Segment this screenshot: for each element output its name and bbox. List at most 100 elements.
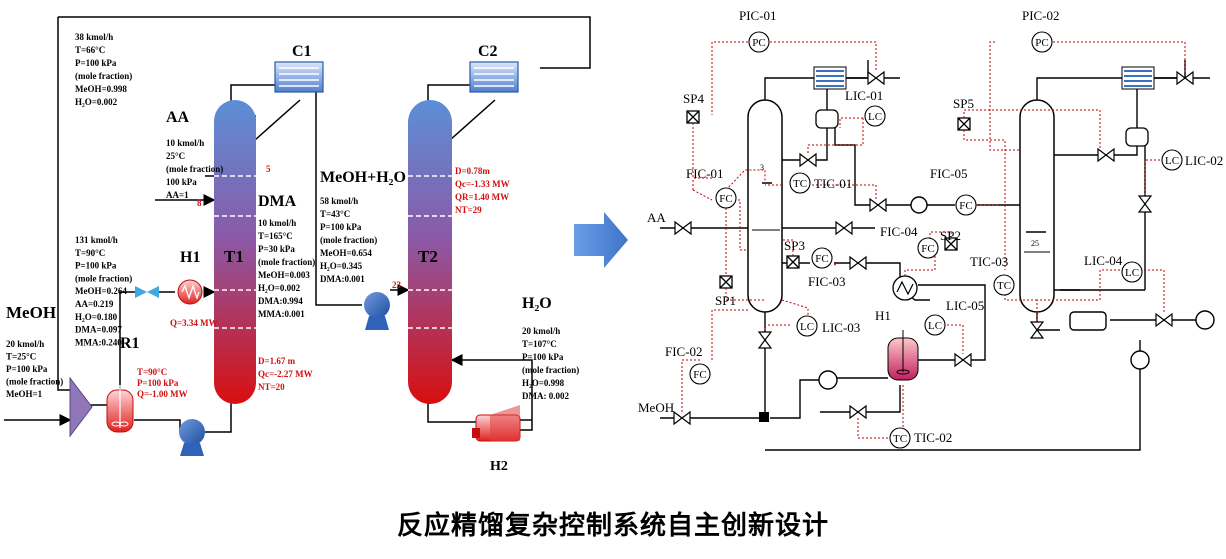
label-meoh-h2o: MeOH+H₂O xyxy=(320,169,406,186)
tag-lic04: LIC-04 xyxy=(1084,253,1123,268)
label-r1: R1 xyxy=(120,335,140,352)
lic05-bubble: LC xyxy=(928,320,942,332)
tag-fic02: FIC-02 xyxy=(665,344,703,359)
info-line: H₂O=0.002 xyxy=(258,283,301,293)
info-line: H₂O=0.345 xyxy=(320,261,363,271)
info-line: DMA:0.001 xyxy=(320,274,365,284)
heat-exchanger-h1-icon xyxy=(892,275,918,301)
tag-lic05: LIC-05 xyxy=(946,298,984,313)
fic04-bubble: FC xyxy=(921,243,934,255)
pic01-bubble: PC xyxy=(752,37,765,49)
condenser-right-2-icon xyxy=(1121,66,1155,90)
h2o-stream-info: 20 kmol/hT=107°CP=100 kPa(mole fraction)… xyxy=(522,326,579,401)
tag-sp4: SP4 xyxy=(683,91,704,106)
info-line: 25°C xyxy=(166,151,185,161)
reactor-r1-icon xyxy=(106,385,134,433)
info-line: (mole fraction) xyxy=(166,164,223,174)
heater-h1-icon xyxy=(177,279,203,305)
tag-sp2: SP2 xyxy=(940,228,961,243)
info-line: 20 kmol/h xyxy=(522,326,560,336)
info-line: MeOH=0.998 xyxy=(75,84,127,94)
tag-sp5: SP5 xyxy=(953,96,974,111)
info-line: H₂O=0.998 xyxy=(522,378,565,388)
info-line: 10 kmol/h xyxy=(166,138,204,148)
info-line: T=90°C xyxy=(137,367,167,377)
info-line: DMA: 0.002 xyxy=(522,391,569,401)
info-line: Q=-1.00 MW xyxy=(137,389,188,399)
tag-fic03: FIC-03 xyxy=(808,274,846,289)
lic03-bubble: LC xyxy=(800,321,814,333)
info-line: 131 kmol/h xyxy=(75,235,118,245)
info-line: H₂O=0.180 xyxy=(75,312,118,322)
label-stage-5: 5 xyxy=(266,164,271,174)
meoh-h2o-stream-info: 58 kmol/hT=43°CP=100 kPa(mole fraction)M… xyxy=(320,196,377,284)
reactor-right-icon xyxy=(887,330,919,381)
condenser-c1-icon xyxy=(274,61,324,93)
info-line: D=1.67 m xyxy=(258,356,296,366)
label-aa: AA xyxy=(166,109,190,126)
reboiler-h2-icon xyxy=(472,405,521,442)
info-line: T=43°C xyxy=(320,209,350,219)
label-dma: DMA xyxy=(258,193,297,210)
tag-h1: H1 xyxy=(875,308,891,323)
info-line: DMA=0.097 xyxy=(75,325,122,335)
column-right-1 xyxy=(747,99,783,313)
info-line: P=100 kPa xyxy=(75,261,117,271)
info-line: NT=20 xyxy=(258,382,285,392)
info-line: QR=1.40 MW xyxy=(455,192,509,202)
tag-stage-25: 25 xyxy=(1031,239,1039,248)
fic05-bubble: FC xyxy=(959,200,972,212)
info-line: (mole fraction) xyxy=(6,377,63,387)
h1-duty: Q=3.34 MW xyxy=(170,318,218,328)
valve-icon xyxy=(135,286,159,298)
reboiler-right xyxy=(1069,311,1107,331)
info-line: (mole fraction) xyxy=(522,365,579,375)
label-h2o: H₂O xyxy=(522,295,552,312)
reflux-drum-2 xyxy=(1125,127,1149,147)
tag-tic02: TIC-02 xyxy=(914,430,952,445)
info-line: MeOH=1 xyxy=(6,389,43,399)
info-line: Qc=-1.33 MW xyxy=(455,179,510,189)
info-line: NT=29 xyxy=(455,205,482,215)
info-line: MeOH=0.003 xyxy=(258,270,310,280)
tag-aa: AA xyxy=(647,210,666,225)
instrument-bubbles xyxy=(689,31,1183,449)
info-line: T=90°C xyxy=(75,248,105,258)
valve-right-icons xyxy=(673,70,1194,426)
tag-fic01: FIC-01 xyxy=(686,166,724,181)
meoh-stream-info: 20 kmol/hT=25°CP=100 kPa(mole fraction)M… xyxy=(6,339,63,399)
info-line: MMA:0.001 xyxy=(258,309,305,319)
top-stream-info: 38 kmol/hT=66°CP=100 kPa(mole fraction)M… xyxy=(75,32,132,107)
condenser-c2-icon xyxy=(469,61,519,93)
info-line: (mole fraction) xyxy=(258,257,315,267)
tag-fic05: FIC-05 xyxy=(930,166,968,181)
tic02-bubble: TC xyxy=(893,433,907,445)
label-stage-8: 8 xyxy=(197,198,202,208)
tag-pic02: PIC-02 xyxy=(1022,8,1060,23)
tag-stage-3: 3 xyxy=(760,163,764,172)
info-line: P=100 kPa xyxy=(6,364,48,374)
label-t2: T2 xyxy=(418,247,438,266)
tag-tic01: TIC-01 xyxy=(814,176,852,191)
info-line: MeOH=0.264 xyxy=(75,286,127,296)
info-line: AA=0.219 xyxy=(75,299,114,309)
tic01-bubble: TC xyxy=(793,178,807,190)
info-line: T=25°C xyxy=(6,352,36,362)
tag-meoh: MeOH xyxy=(638,400,674,415)
tag-sp3: SP3 xyxy=(784,238,805,253)
info-line: T=66°C xyxy=(75,45,105,55)
dma-stream-info: 10 kmol/hT=165°CP=30 kPa(mole fraction)M… xyxy=(258,218,315,319)
reflux-drum-1 xyxy=(815,109,839,129)
left-process-flowsheet: MeOH AA DMA MeOH+H₂O H₂O C1 C2 T1 T2 H1 … xyxy=(4,16,591,474)
info-line: P=100 kPa xyxy=(137,378,179,388)
fic01-bubble: FC xyxy=(719,193,732,205)
page-caption: 反应精馏复杂控制系统自主创新设计 xyxy=(396,511,829,541)
pump-p1-icon xyxy=(179,419,205,456)
info-line: 10 kmol/h xyxy=(258,218,296,228)
tag-tic03: TIC-03 xyxy=(970,254,1008,269)
info-line: AA=1 xyxy=(166,190,189,200)
